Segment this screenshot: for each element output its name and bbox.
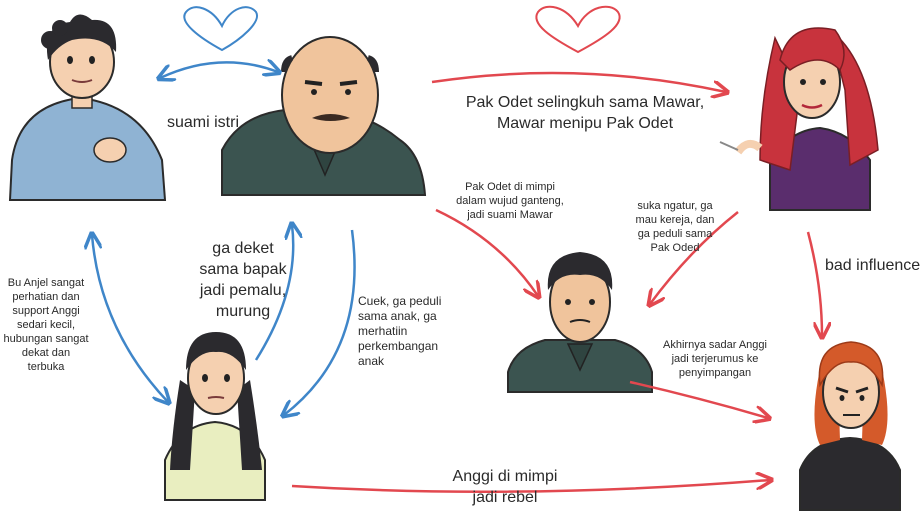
- arrow-mawar-rebel: [806, 231, 822, 336]
- arrow-mawar-dream: [650, 211, 739, 304]
- label-cuek: Cuek, ga peduli sama anak, ga merhatiin …: [358, 294, 442, 368]
- label-selingkuh: Pak Odet selingkuh sama Mawar, Mawar men…: [465, 94, 705, 132]
- arrow-mother-anggi: [92, 235, 168, 402]
- red-heart-icon: [535, 5, 621, 54]
- label-mimpi-ganteng: Pak Odet di mimpi dalam wujud ganteng, j…: [456, 181, 564, 221]
- arrow-father-dream: [435, 208, 538, 296]
- label-ga-deket: ga deket sama bapak jadi pemalu, murung: [199, 240, 287, 320]
- label-bu-anjel-perhatian: Bu Anjel sangat perhatian dan support An…: [3, 277, 89, 373]
- arrow-anggi-rebel: [291, 480, 770, 494]
- blue-heart-icon: [183, 6, 258, 52]
- arrow-father-anggi: [284, 229, 356, 415]
- bu-anjel-character: [8, 14, 167, 201]
- label-suami-istri: suami istri: [167, 114, 240, 131]
- arrow-dream-rebel: [629, 380, 768, 418]
- arrow-father-mawar: [431, 71, 726, 92]
- label-akhirnya-sadar: Akhirnya sadar Anggi jadi terjerumus ke …: [663, 339, 767, 379]
- pak-odet-character: [221, 36, 427, 196]
- label-bad-influence: bad influence: [825, 257, 921, 274]
- label-suka-ngatur: suka ngatur, ga mau kereja, dan ga pedul…: [635, 200, 715, 254]
- arrow-mother-father: [160, 62, 278, 78]
- mawar-character: [719, 27, 879, 211]
- anggi-character: [164, 332, 266, 501]
- label-anggi-rebel: Anggi di mimpi jadi rebel: [452, 468, 558, 506]
- anggi-rebel-character: [799, 341, 901, 511]
- pak-odet-dream-character: [507, 252, 653, 393]
- arrow-anggi-father: [254, 225, 293, 361]
